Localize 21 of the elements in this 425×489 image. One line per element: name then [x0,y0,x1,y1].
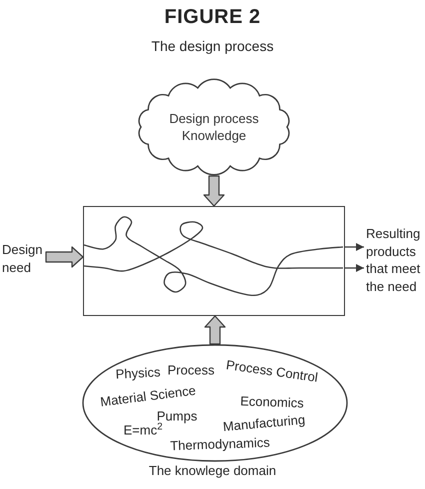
figure-title: FIGURE 2 [164,5,261,29]
block-arrow [204,315,226,345]
domain-term: Material Science [99,382,197,410]
domain-term: E=mc$^{2}$ [123,422,163,438]
domain-term: Thermodynamics [170,434,270,454]
ellipse-caption: The knowlege domain [148,463,276,479]
cloud-label: Design process Knowledge [168,110,260,144]
output-label: Resulting products that meet the need [364,225,424,295]
figure-subtitle: The design process [151,37,274,55]
domain-term: Economics [240,392,304,410]
domain-term: Manufacturing [222,412,306,434]
block-arrow [203,175,225,207]
domain-term: Process Control [225,357,319,385]
process-box [83,206,345,316]
domain-term: Process [168,362,214,377]
arrow [345,243,364,251]
input-label: Design need [0,241,46,276]
domain-term: Pumps [156,408,198,423]
block-arrow [45,246,84,268]
domain-term: Physics [115,364,161,382]
arrow [345,264,364,272]
